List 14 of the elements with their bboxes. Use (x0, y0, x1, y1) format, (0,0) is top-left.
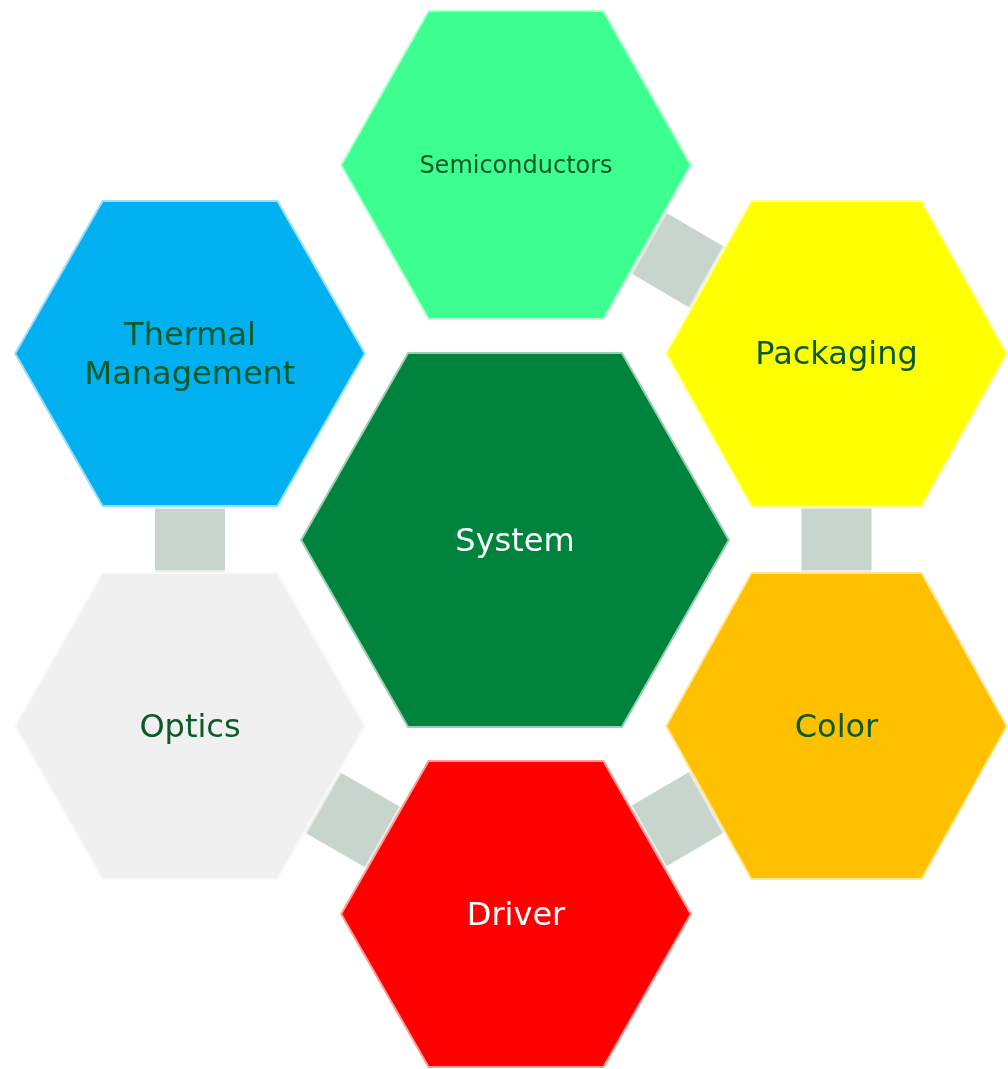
hexagon (665, 200, 1008, 507)
hexagon (300, 352, 730, 728)
hexagon (340, 760, 692, 1068)
hexagon-label: Semiconductors (419, 150, 613, 180)
hexagon-label: Packaging (755, 334, 918, 373)
hexagon (340, 10, 692, 320)
hexagon-label: Driver (466, 894, 566, 934)
hexagon (14, 200, 366, 507)
hexagon-label: System (455, 520, 575, 560)
hexagon (14, 572, 366, 880)
hexagon (665, 572, 1008, 880)
hexagon-label: Thermal Management (83, 315, 297, 392)
hexagon-label: Optics (139, 706, 241, 746)
hexagon-label: Color (794, 706, 879, 746)
